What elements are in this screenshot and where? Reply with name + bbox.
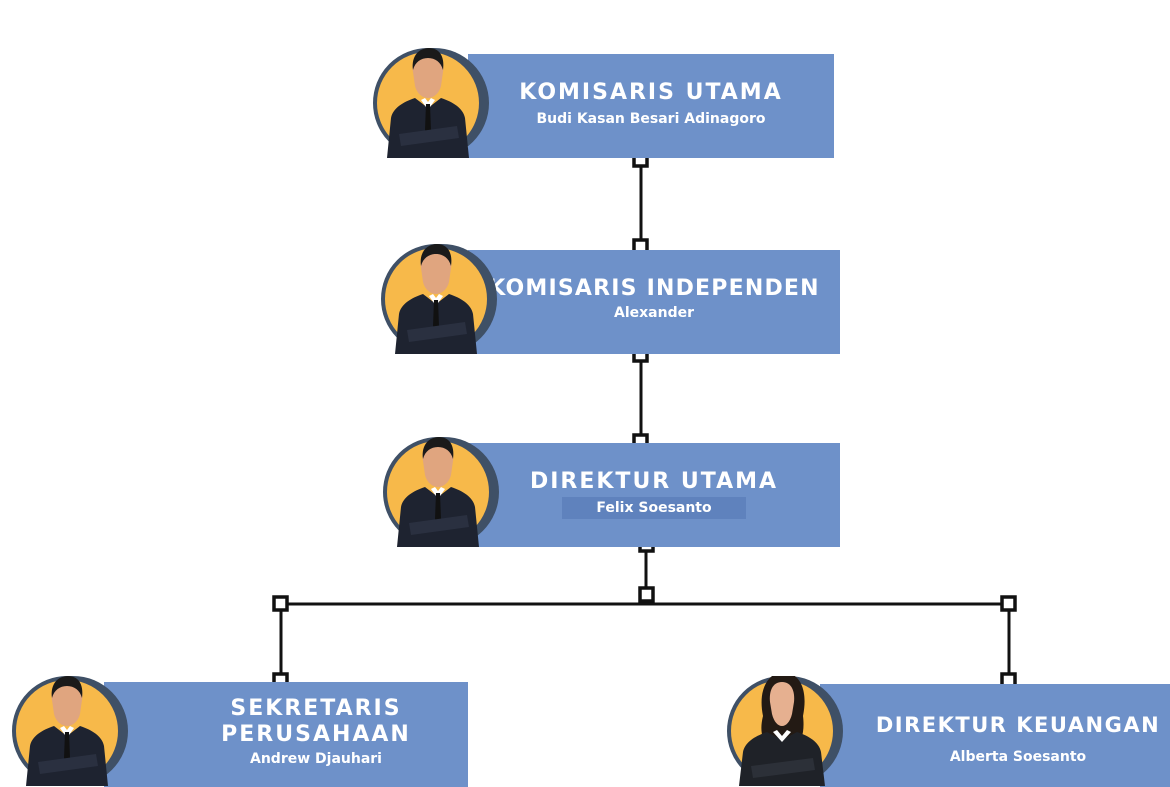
node-role-line1: SEKRETARIS — [230, 696, 402, 721]
node-name: Budi Kasan Besari Adinagoro — [536, 111, 766, 127]
man-in-suit-icon — [387, 48, 469, 158]
node-role-line2: PERUSAHAAN — [221, 722, 411, 747]
avatar-direktur-utama — [383, 437, 493, 547]
woman-in-suit-icon — [739, 676, 825, 786]
node-name: Andrew Djauhari — [250, 751, 382, 767]
avatar-sekretaris-perusahaan — [12, 676, 122, 786]
connector-node — [638, 586, 655, 603]
connector-node — [272, 595, 289, 612]
avatar-komisaris-utama — [373, 48, 483, 158]
node-name: Alexander — [614, 305, 694, 321]
node-name: Felix Soesanto — [562, 497, 746, 519]
man-in-suit-icon — [395, 244, 477, 354]
node-role: DIREKTUR UTAMA — [529, 469, 779, 494]
node-role: DIREKTUR KEUANGAN — [875, 713, 1161, 737]
node-role: KOMISARIS INDEPENDEN — [488, 276, 820, 301]
org-node-direktur-keuangan: DIREKTUR KEUANGAN Alberta Soesanto — [820, 684, 1170, 787]
org-node-direktur-utama: DIREKTUR UTAMA Felix Soesanto — [468, 443, 840, 547]
man-in-suit-icon — [26, 676, 108, 786]
avatar-direktur-keuangan — [727, 676, 837, 786]
man-in-suit-icon — [397, 437, 479, 547]
org-node-komisaris-independen: KOMISARIS INDEPENDEN Alexander — [468, 250, 840, 354]
org-node-komisaris-utama: KOMISARIS UTAMA Budi Kasan Besari Adinag… — [468, 54, 834, 158]
node-name: Alberta Soesanto — [949, 749, 1087, 765]
connector-node — [1000, 595, 1017, 612]
node-role: KOMISARIS UTAMA — [519, 80, 783, 105]
avatar-komisaris-independen — [381, 244, 491, 354]
org-node-sekretaris-perusahaan: SEKRETARIS PERUSAHAAN Andrew Djauhari — [104, 682, 468, 787]
